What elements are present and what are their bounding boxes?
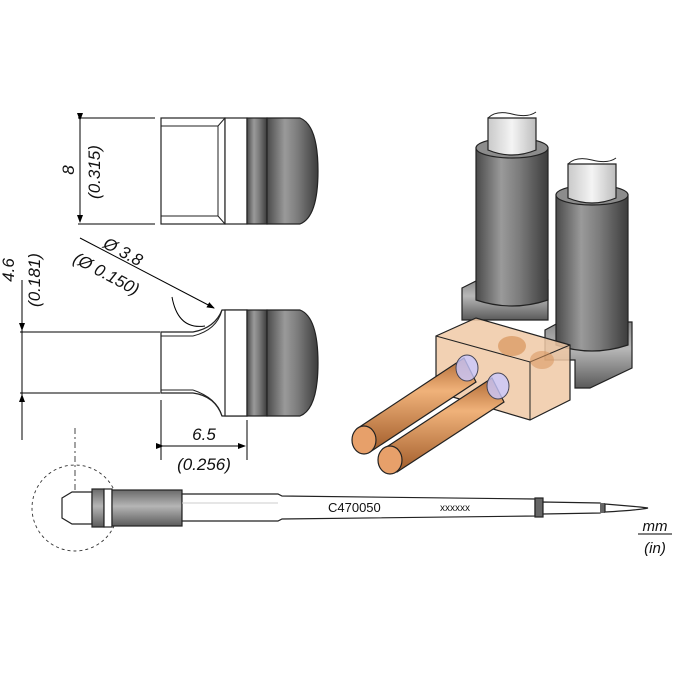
height-in-label: (0.315) (85, 145, 104, 199)
height-mm-label: 8 (59, 165, 78, 175)
unit-in-label: (in) (644, 540, 666, 557)
length-mm-label: 6.5 (192, 425, 216, 444)
side-view (19, 237, 319, 460)
tip-full-view (31, 428, 649, 552)
tip-3d-render (351, 111, 633, 475)
part-number-label: C470050 (328, 500, 381, 515)
serial-label: xxxxxx (440, 503, 470, 514)
unit-mm-label: mm (643, 518, 668, 535)
gap-in-label: (0.181) (25, 253, 44, 307)
length-in-label: (0.256) (177, 455, 231, 474)
gap-mm-label: 4.6 (0, 258, 18, 282)
top-view (77, 113, 319, 225)
